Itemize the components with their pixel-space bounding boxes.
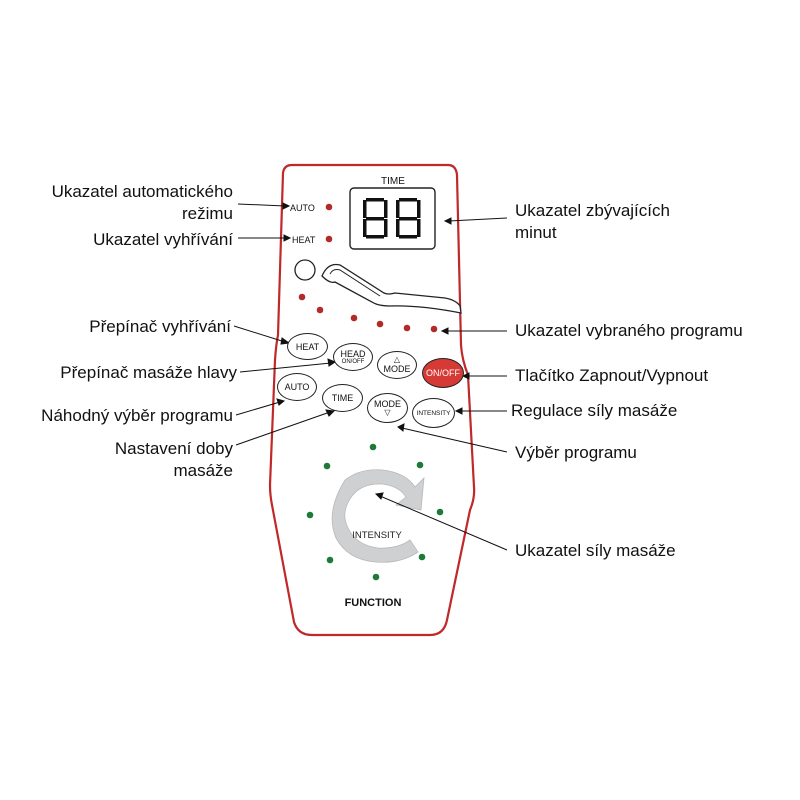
auto-button-label: AUTO — [284, 382, 310, 392]
auto-led — [325, 203, 333, 211]
callout-time-setting-line1: Nastavení doby — [114, 439, 233, 458]
callout-auto-indicator: Ukazatel automatického režimu — [10, 181, 233, 225]
intensity-led — [369, 443, 377, 451]
heat-led — [325, 235, 333, 243]
callout-minutes-indicator-line2: minut — [515, 223, 557, 242]
head-button-label: HEAD — [340, 348, 366, 359]
time-button[interactable]: TIME — [322, 384, 363, 412]
time-label: TIME — [381, 176, 405, 187]
callout-intensity-regulation: Regulace síly masáže — [511, 401, 678, 420]
intensity-circular-arrow-icon — [331, 469, 425, 563]
callout-heat-indicator: Ukazatel vyhřívání — [93, 230, 233, 249]
auto-button[interactable]: AUTO — [277, 373, 317, 401]
intensity-button[interactable]: INTENSITY — [412, 398, 455, 428]
program-led — [376, 320, 384, 328]
heat-button-label: HEAT — [295, 341, 320, 352]
intensity-label: INTENSITY — [352, 530, 402, 541]
figure-head-icon — [294, 259, 316, 281]
triangle-up-icon: △ — [393, 355, 401, 364]
program-indicator-leds — [298, 293, 438, 333]
callout-program-select: Výběr programu — [515, 443, 637, 462]
intensity-led — [416, 461, 424, 469]
mode-down-label: MODE — [374, 399, 401, 409]
program-led — [298, 293, 306, 301]
head-button-sublabel: ON/OFF — [341, 358, 365, 365]
callout-random-program: Náhodný výběr programu — [41, 406, 233, 425]
head-onoff-button[interactable]: HEAD ON/OFF — [333, 343, 373, 371]
intensity-led — [372, 573, 380, 581]
callout-intensity-indicator: Ukazatel síly masáže — [515, 541, 676, 560]
callout-minutes-indicator: Ukazatel zbývajících minut — [515, 200, 785, 244]
intensity-button-label: INTENSITY — [416, 409, 451, 417]
triangle-down-icon: ▽ — [384, 408, 391, 417]
intensity-led — [436, 508, 444, 516]
callout-head-switch: Přepínač masáže hlavy — [60, 363, 237, 382]
time-button-label: TIME — [331, 393, 354, 403]
intensity-led — [323, 462, 331, 470]
program-led — [316, 306, 324, 314]
program-led — [403, 324, 411, 332]
mode-up-button[interactable]: △ MODE — [377, 351, 417, 379]
heat-button[interactable]: HEAT — [287, 333, 328, 360]
callout-minutes-indicator-line1: Ukazatel zbývajících — [515, 201, 670, 220]
time-display — [349, 187, 436, 250]
seven-segment-digits — [363, 198, 421, 239]
callout-heat-switch: Přepínač vyhřívání — [89, 317, 231, 336]
mode-up-label: MODE — [383, 364, 411, 374]
callout-time-setting-line2: masáže — [173, 461, 233, 480]
intensity-leds — [306, 443, 444, 581]
callout-time-setting: Nastavení doby masáže — [10, 438, 233, 482]
program-led — [350, 314, 358, 322]
intensity-led — [326, 556, 334, 564]
leader-lines — [233, 202, 508, 551]
figure-body-inner — [329, 269, 381, 297]
mode-down-button[interactable]: MODE ▽ — [367, 393, 408, 423]
callout-program-indicator: Ukazatel vybraného programu — [515, 321, 743, 340]
onoff-label: ON/OFF — [426, 368, 460, 378]
program-led — [430, 325, 438, 333]
figure-body-icon — [321, 263, 462, 314]
intensity-led — [306, 511, 314, 519]
intensity-dial: INTENSITY — [331, 469, 425, 563]
heat-label: HEAT — [292, 235, 316, 245]
power-onoff-button[interactable]: ON/OFF — [422, 358, 464, 388]
callout-auto-indicator-line1: Ukazatel automatického — [51, 182, 233, 201]
callout-power-button: Tlačítko Zapnout/Vypnout — [515, 366, 709, 385]
intensity-led — [418, 553, 426, 561]
callout-auto-indicator-line2: režimu — [181, 204, 233, 223]
function-label: FUNCTION — [345, 597, 402, 609]
auto-label: AUTO — [290, 203, 315, 213]
